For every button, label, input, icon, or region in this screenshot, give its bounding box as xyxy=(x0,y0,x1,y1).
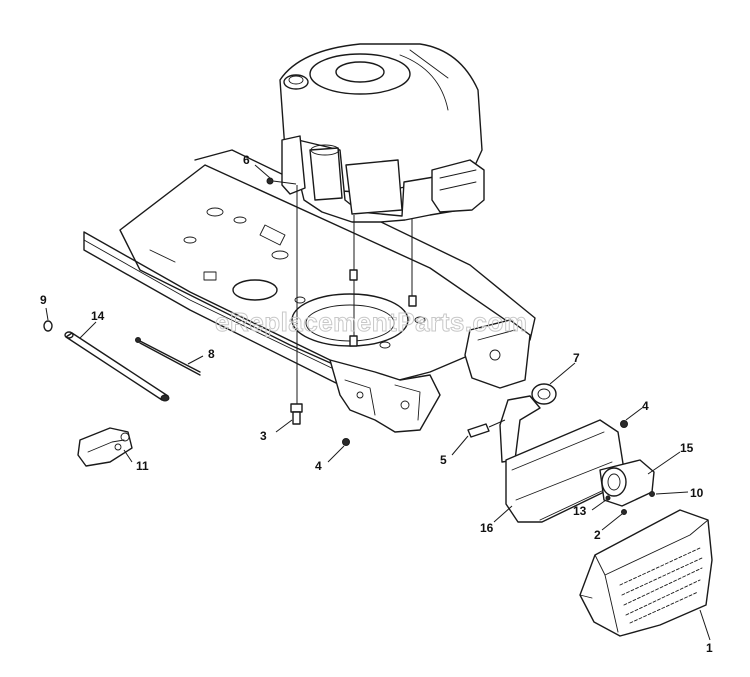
chassis-frame xyxy=(83,149,536,433)
part-3-bolt xyxy=(290,403,303,425)
part-8-cable xyxy=(135,337,201,376)
watermark: eReplacementParts.com xyxy=(215,307,528,337)
part-1-guard xyxy=(579,509,713,637)
mounting-studs xyxy=(296,185,417,408)
callout-9: 9 xyxy=(40,293,47,307)
part-7-gasket xyxy=(531,383,557,405)
part-5-bolt xyxy=(467,419,506,438)
callout-4-left: 4 xyxy=(315,459,322,473)
part-4-nut-right xyxy=(620,420,628,428)
callout-3: 3 xyxy=(260,429,267,443)
leader-lines xyxy=(45,164,711,641)
callout-15: 15 xyxy=(680,441,694,455)
part-9-clip xyxy=(43,320,53,332)
callout-4-right: 4 xyxy=(642,399,649,413)
guard-vent-slots xyxy=(619,547,703,624)
callout-8: 8 xyxy=(208,347,215,361)
callout-13: 13 xyxy=(573,504,587,518)
callout-labels: 6 9 14 8 7 4 3 4 5 11 15 10 13 2 16 1 xyxy=(40,153,713,655)
muffler-assembly xyxy=(499,383,655,523)
callout-16: 16 xyxy=(480,521,494,535)
callout-5: 5 xyxy=(440,453,447,467)
callout-14: 14 xyxy=(91,309,105,323)
callout-10: 10 xyxy=(690,486,704,500)
callout-7: 7 xyxy=(573,351,580,365)
oil-cap xyxy=(283,74,309,90)
callout-11: 11 xyxy=(136,459,149,473)
engine xyxy=(279,43,485,223)
callout-1: 1 xyxy=(706,641,713,655)
part-11-bracket xyxy=(77,427,133,467)
callout-2: 2 xyxy=(594,528,601,542)
part-4-nut-left xyxy=(342,438,350,446)
part-14-rod xyxy=(64,331,170,402)
callout-6: 6 xyxy=(243,153,250,167)
